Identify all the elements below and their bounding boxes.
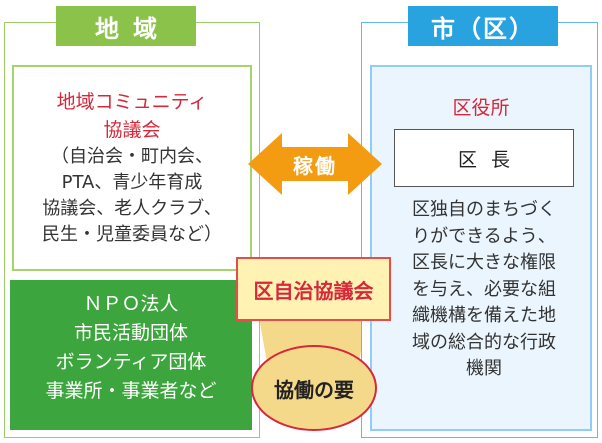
npo-line: ボランティア団体: [55, 351, 207, 373]
community-title-line: 協議会: [103, 119, 161, 141]
community-members-list: （自治会・町内会、 PTA、青少年育成 協議会、老人クラブ、 民生・児童委員など…: [42, 144, 222, 248]
ward-office-description: 区独自のまちづく りができるよう、 区長に大きな権限 を与え、必要な組 織機構を…: [386, 197, 582, 383]
community-member-line: （自治会・町内会、: [51, 146, 213, 167]
ward-autonomy-council-box: 区自治協議会: [236, 257, 391, 321]
ward-desc-line: 織機構を備えた地: [412, 305, 556, 326]
key-ellipse-shape: [251, 345, 377, 431]
npo-line: 市民活動団体: [73, 322, 188, 344]
ward-office-box: 区役所 区長 区独自のまちづく りができるよう、 区長に大きな権限 を与え、必要…: [370, 65, 592, 431]
collaboration-key-label: 協働の要: [274, 377, 354, 402]
ward-desc-line: 区長に大きな権限: [412, 252, 556, 273]
community-member-line: PTA、青少年育成: [61, 172, 203, 193]
npo-line: 事業所・事業者など: [45, 380, 217, 402]
community-title-line: 地域コミュニティ: [56, 91, 208, 113]
community-member-line: 協議会、老人クラブ、: [42, 198, 222, 219]
ward-office-title: 区役所: [452, 97, 510, 119]
double-arrow-shape: [248, 133, 382, 195]
community-member-line: 民生・児童委員など）: [42, 224, 222, 245]
ward-desc-line: 機関: [466, 358, 502, 379]
ward-desc-line: 域の総合的な行政: [412, 331, 556, 353]
ward-desc-line: 区独自のまちづく: [412, 199, 556, 220]
region-header: 地域: [56, 6, 196, 46]
ward-desc-line: を与え、必要な組: [412, 278, 556, 300]
npo-box: ＮＰＯ法人 市民活動団体 ボランティア団体 事業所・事業者など: [10, 280, 252, 430]
arrow-label: 稼働: [293, 153, 337, 178]
npo-line: ＮＰＯ法人: [83, 293, 179, 315]
community-council-title: 地域コミュニティ 協議会: [57, 88, 208, 144]
city-header: 市（区）: [408, 6, 558, 46]
community-council-box: 地域コミュニティ 協議会 （自治会・町内会、 PTA、青少年育成 協議会、老人ク…: [12, 65, 252, 271]
ward-desc-line: りができるよう、: [412, 225, 556, 247]
ward-mayor-box: 区長: [394, 129, 574, 187]
